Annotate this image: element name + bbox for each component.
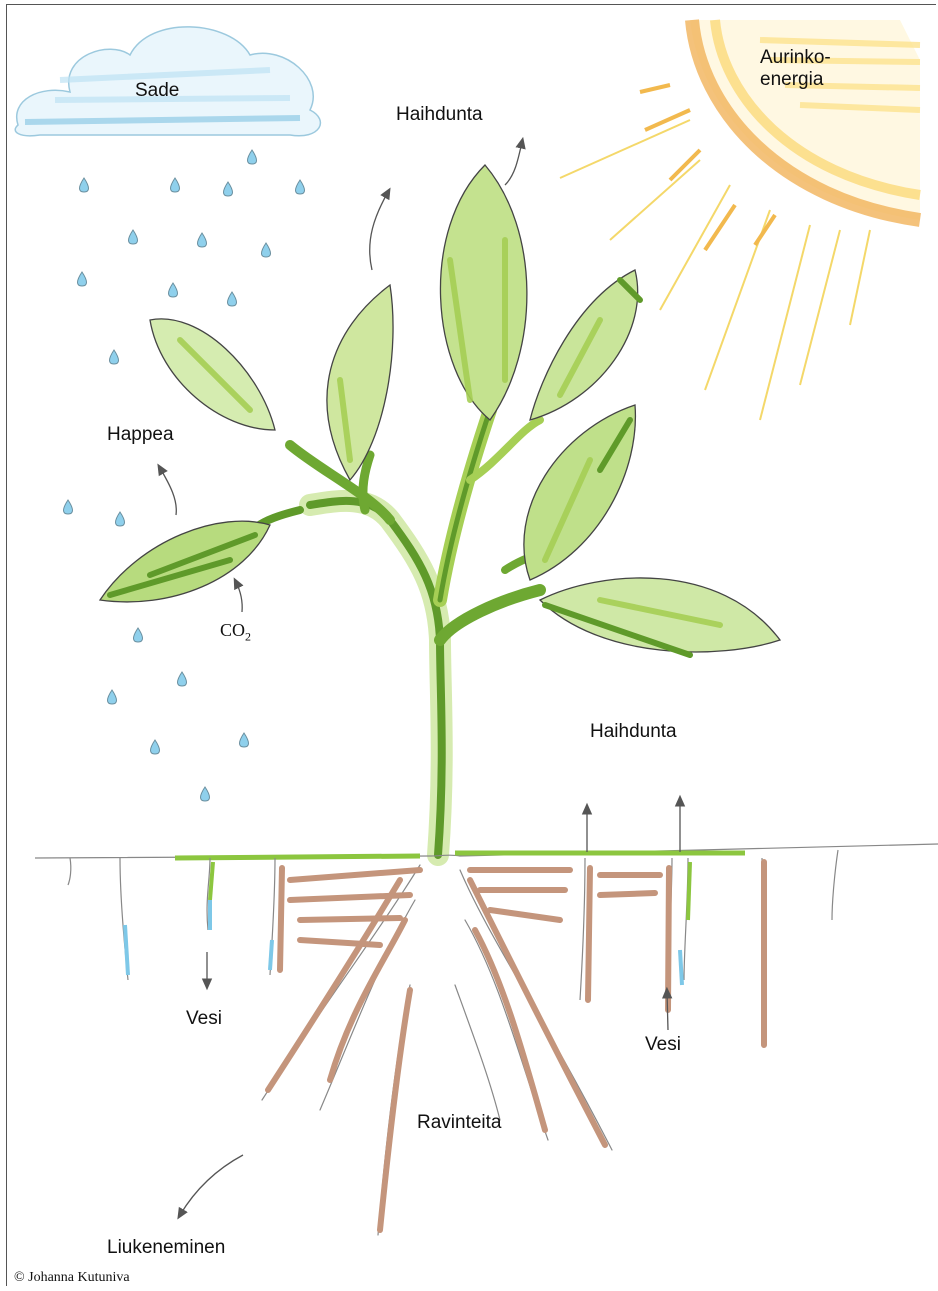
label-vesi-right: Vesi xyxy=(645,1034,681,1056)
co2-subscript: 2 xyxy=(245,630,251,644)
label-aurinkoenergia: Aurinko- energia xyxy=(760,47,831,91)
arrow-icon xyxy=(370,192,388,270)
soil-surface xyxy=(35,844,938,1045)
label-co2: CO2 xyxy=(220,620,251,644)
label-vesi-left: Vesi xyxy=(186,1008,222,1030)
label-haihdunta-top: Haihdunta xyxy=(396,104,483,126)
arrow-icon xyxy=(236,582,242,612)
arrow-icon xyxy=(180,1155,243,1215)
plant-icon xyxy=(100,165,780,855)
label-haihdunta-right: Haihdunta xyxy=(590,721,677,743)
label-liukeneminen: Liukeneminen xyxy=(107,1237,225,1259)
label-happea: Happea xyxy=(107,424,174,446)
arrow-icon xyxy=(160,468,176,515)
label-sade: Sade xyxy=(135,80,179,102)
copyright-notice: © Johanna Kutuniva xyxy=(14,1270,130,1286)
co2-text: CO xyxy=(220,620,245,640)
arrow-icon xyxy=(505,142,522,185)
label-ravinteita: Ravinteita xyxy=(417,1112,502,1134)
roots xyxy=(262,865,660,1235)
raindrops xyxy=(64,150,305,801)
